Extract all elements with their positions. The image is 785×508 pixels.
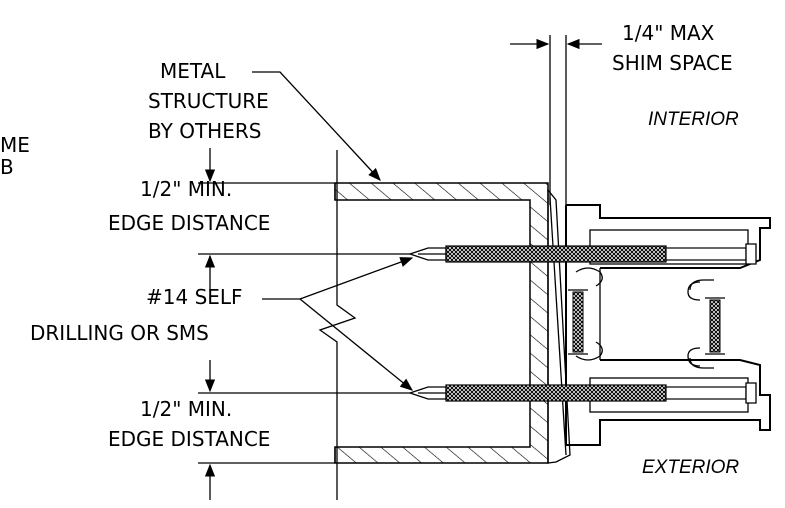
- break-line: [318, 150, 357, 500]
- window-frame: [565, 204, 771, 446]
- edge-top-dimension: [198, 148, 410, 290]
- shim: [547, 188, 571, 464]
- metal-label-line3: BY OTHERS: [148, 119, 261, 143]
- exterior-label: EXTERIOR: [642, 457, 739, 478]
- shim-label-line1: 1/4" MAX: [622, 21, 715, 45]
- clipped-left-text-1: ME: [0, 133, 30, 157]
- edge-top-line1: 1/2" MIN.: [140, 177, 232, 201]
- shim-dimension: [510, 35, 602, 205]
- metal-label-line2: STRUCTURE: [148, 89, 269, 113]
- thermal-strut-left: [568, 289, 588, 355]
- edge-bot-line1: 1/2" MIN.: [140, 397, 232, 421]
- screw-leaders: [262, 257, 414, 391]
- screw-bottom: [407, 382, 757, 404]
- clipped-left-text-2: B: [0, 155, 14, 179]
- screw-label-line2: DRILLING OR SMS: [30, 321, 209, 345]
- metal-label-line1: METAL: [160, 59, 226, 83]
- interior-label: INTERIOR: [648, 109, 739, 130]
- screw-label-line1: #14 SELF: [146, 285, 243, 309]
- edge-top-line2: EDGE DISTANCE: [108, 211, 270, 235]
- shim-label-line2: SHIM SPACE: [612, 51, 733, 75]
- edge-bot-line2: EDGE DISTANCE: [108, 427, 270, 451]
- thermal-strut-right: [705, 297, 725, 355]
- screw-top: [407, 243, 757, 265]
- metal-leader: [252, 71, 381, 181]
- edge-bot-dimension: [198, 360, 410, 500]
- metal-tube: [334, 182, 549, 464]
